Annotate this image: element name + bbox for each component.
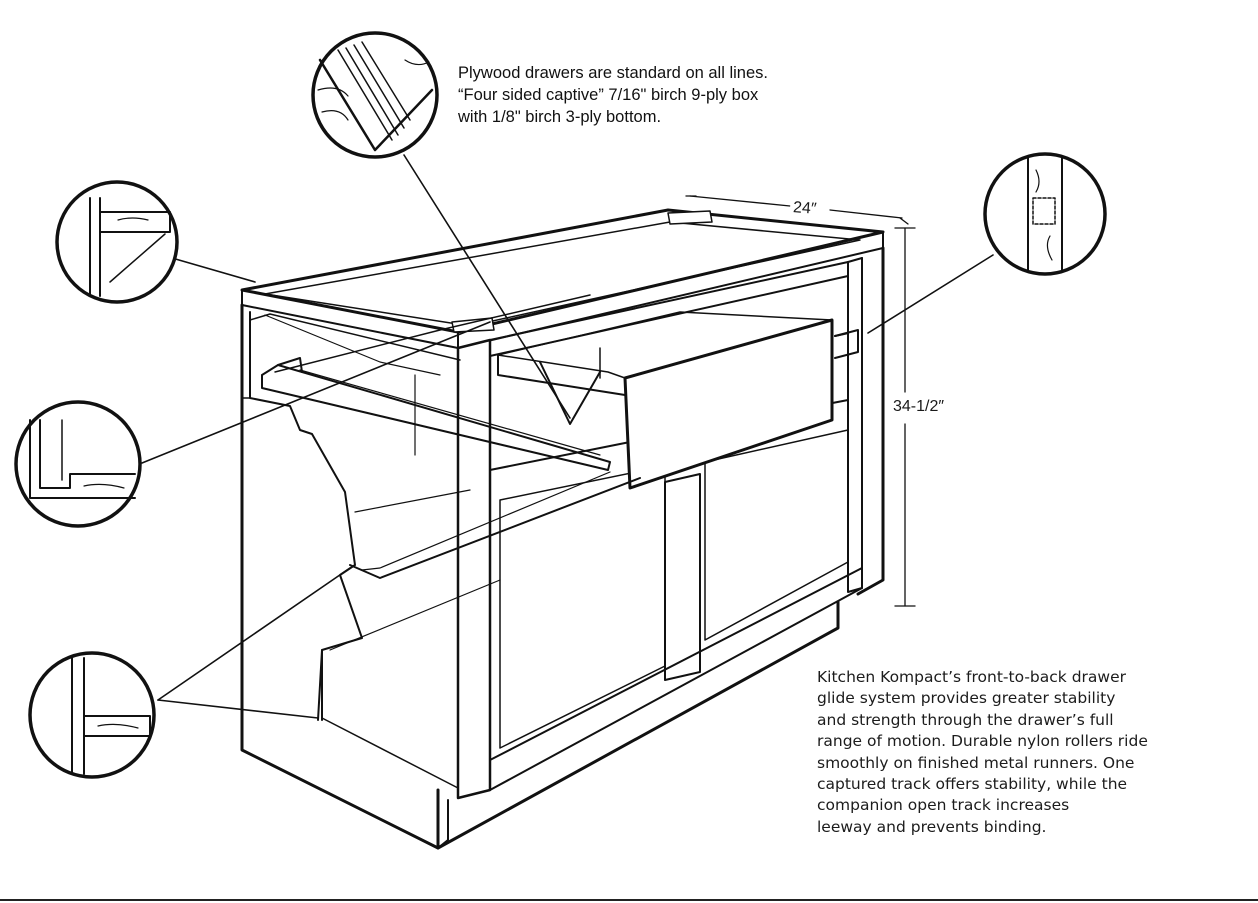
cabinet-base [436, 600, 840, 850]
note-line: smoothly on finished metal runners. One [817, 753, 1135, 772]
drawer-runners [261, 294, 859, 471]
note-line: range of motion. Durable nylon rollers r… [817, 732, 1148, 751]
note-line: with 1/8" birch 3-ply bottom. [458, 108, 662, 126]
note-line: Plywood drawers are standard on all line… [458, 64, 768, 82]
drawer [497, 311, 834, 490]
note-line: captured track offers stability, while t… [817, 775, 1128, 794]
detail-circle-frame-joint [983, 152, 1107, 276]
note-line: and strength through the drawer’s full [817, 710, 1114, 729]
detail-circle-shelf-joint [28, 651, 156, 779]
note-line: “Four sided captive” 7/16" birch 9-ply b… [458, 86, 759, 104]
detail-circle-top-joint [55, 180, 179, 304]
leader-lines [141, 154, 994, 719]
note-line: Kitchen Kompact’s front-to-back drawer [817, 668, 1126, 686]
detail-circle-dovetail [311, 31, 439, 159]
note-line: glide system provides greater stability [817, 689, 1116, 708]
cabinet-left-side [240, 303, 641, 850]
note-line: leeway and prevents binding. [817, 817, 1047, 836]
depth-dimension-label: 24″ [789, 198, 821, 220]
detail-circle-bottom-joint [14, 400, 142, 528]
cabinet-face-frame [456, 257, 863, 800]
bottom-divider [0, 899, 1258, 901]
cabinet-top-frame [240, 208, 885, 349]
drawer-glide-note: Kitchen Kompact’s front-to-back drawer g… [817, 667, 1148, 838]
height-dimension-label: 34-1/2″ [890, 398, 948, 416]
note-line: companion open track increases [817, 796, 1070, 815]
drawer-construction-note: Plywood drawers are standard on all line… [458, 62, 768, 128]
